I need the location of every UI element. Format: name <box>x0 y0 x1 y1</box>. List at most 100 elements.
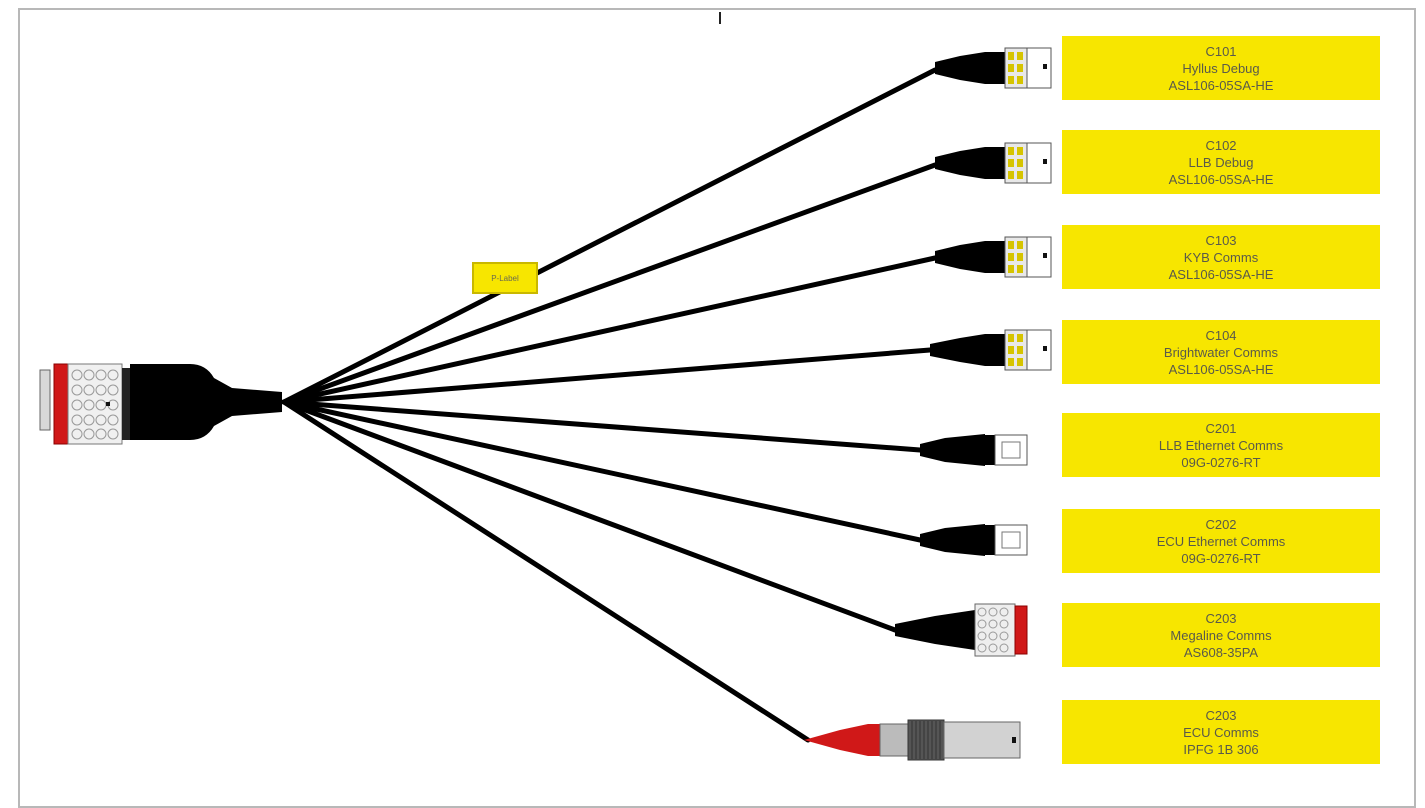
pin-yellow <box>1008 147 1014 155</box>
connector-head-7 <box>895 603 1028 657</box>
connector-ref: C102 <box>1205 137 1237 153</box>
p-label-flag: P-Label <box>472 262 538 294</box>
pin <box>977 619 987 629</box>
pin-yellow <box>1008 334 1014 342</box>
connector-label-c103: C103 KYB Comms ASL106-05SA-HE <box>1062 225 1380 289</box>
connector-part: ASL106-05SA-HE <box>1168 171 1274 187</box>
connector-ref: C101 <box>1205 43 1237 59</box>
cable-bundle <box>281 67 938 743</box>
key <box>1043 253 1047 258</box>
collar <box>985 525 995 555</box>
connector-name: Hyllus Debug <box>1182 60 1260 76</box>
cable-branch-2 <box>281 162 938 405</box>
connector-head-4 <box>930 329 1052 371</box>
rj45-tab <box>1001 441 1021 459</box>
top-tick-mark <box>719 12 721 24</box>
connector-head-8 <box>804 719 1021 761</box>
pin-yellow <box>1017 253 1023 261</box>
pin-yellow <box>1017 76 1023 84</box>
connector-head-3 <box>935 236 1052 278</box>
connector-ref: C104 <box>1205 327 1237 343</box>
main-connector <box>39 363 282 445</box>
pin-yellow <box>1008 241 1014 249</box>
connector-label-c202: C202 ECU Ethernet Comms 09G-0276-RT <box>1062 509 1380 573</box>
pin-yellow <box>1017 358 1023 366</box>
boot <box>935 147 1005 179</box>
connector-name: KYB Comms <box>1183 249 1259 265</box>
harness-diagram <box>39 47 1052 761</box>
red-band <box>1014 605 1028 655</box>
connector-head-1 <box>935 47 1052 89</box>
connector-label-c102: C102 LLB Debug ASL106-05SA-HE <box>1062 130 1380 194</box>
barrel <box>943 721 1021 759</box>
connector-part: ASL106-05SA-HE <box>1168 266 1274 282</box>
pin <box>988 619 998 629</box>
connector-head-5 <box>920 434 1028 466</box>
connector-head-2 <box>935 142 1052 184</box>
pin-yellow <box>1008 358 1014 366</box>
pin-yellow <box>1017 52 1023 60</box>
pin-yellow <box>1017 159 1023 167</box>
pin <box>999 619 1009 629</box>
p-label-text: P-Label <box>491 273 519 283</box>
connector-label-c104: C104 Brightwater Comms ASL106-05SA-HE <box>1062 320 1380 384</box>
connector-ref: C203 <box>1205 707 1237 723</box>
pin-yellow <box>1008 346 1014 354</box>
connector-label-c201: C201 LLB Ethernet Comms 09G-0276-RT <box>1062 413 1380 477</box>
face <box>1026 329 1052 371</box>
face <box>1026 142 1052 184</box>
connector-label-c203-megaline: C203 Megaline Comms AS608-35PA <box>1062 603 1380 667</box>
connector-part: IPFG 1B 306 <box>1183 741 1259 757</box>
pin <box>977 607 987 617</box>
pin-yellow <box>1017 241 1023 249</box>
connector-ref: C202 <box>1205 516 1237 532</box>
branch-connectors <box>804 47 1052 761</box>
rj45-body <box>994 524 1028 556</box>
pin <box>977 643 987 653</box>
cable-branch-8 <box>281 399 811 743</box>
connector-name: LLB Debug <box>1188 154 1254 170</box>
collar <box>985 435 995 465</box>
pin-yellow <box>1008 76 1014 84</box>
red-boot <box>804 724 880 756</box>
connector-part: 09G-0276-RT <box>1181 550 1261 566</box>
pin <box>977 631 987 641</box>
connector-ref: C201 <box>1205 420 1237 436</box>
key <box>1043 346 1047 351</box>
connector-part: AS608-35PA <box>1183 644 1259 660</box>
cable-branch-7 <box>281 399 898 633</box>
key <box>1043 64 1047 69</box>
knurl <box>907 719 945 761</box>
boot <box>895 610 975 650</box>
cable-branch-5 <box>281 399 923 453</box>
pin-yellow <box>1017 171 1023 179</box>
boot <box>920 434 985 466</box>
pin-yellow <box>1008 159 1014 167</box>
connector-part: ASL106-05SA-HE <box>1168 77 1274 93</box>
pin <box>999 643 1009 653</box>
boot <box>935 241 1005 273</box>
pin <box>999 607 1009 617</box>
pin <box>988 631 998 641</box>
pin <box>988 607 998 617</box>
rj45-body <box>994 434 1028 466</box>
connector-label-c101: C101 Hyllus Debug ASL106-05SA-HE <box>1062 36 1380 100</box>
pin-yellow <box>1017 346 1023 354</box>
connector-name: Megaline Comms <box>1170 627 1272 643</box>
pin-yellow <box>1008 253 1014 261</box>
pin <box>999 631 1009 641</box>
cable-branch-1 <box>281 67 938 405</box>
cable-branch-4 <box>281 347 933 405</box>
connector-ref: C103 <box>1205 232 1237 248</box>
connector-part: ASL106-05SA-HE <box>1168 361 1274 377</box>
connector-ref: C203 <box>1205 610 1237 626</box>
key <box>1012 737 1016 743</box>
pin-yellow <box>1017 147 1023 155</box>
shell <box>974 603 1016 657</box>
pin <box>988 643 998 653</box>
collar <box>879 723 909 757</box>
face <box>1026 236 1052 278</box>
key <box>1043 159 1047 164</box>
boot <box>920 524 985 556</box>
connector-part: 09G-0276-RT <box>1181 454 1261 470</box>
